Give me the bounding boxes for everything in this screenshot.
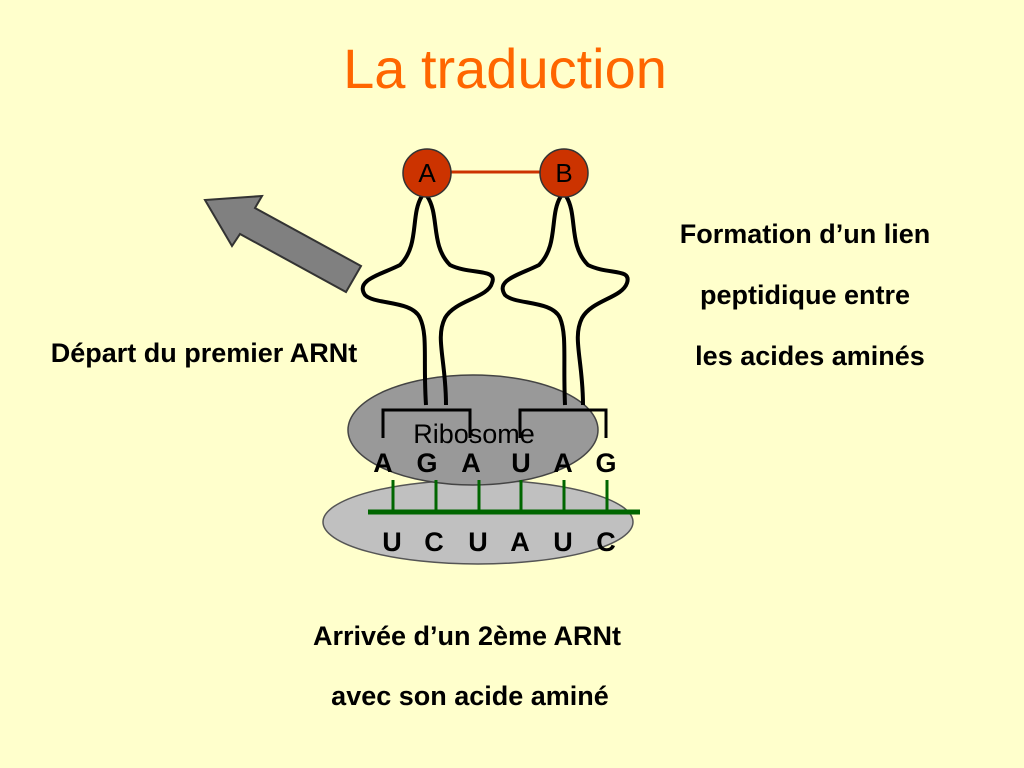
arrival-line: Arrivée d’un 2ème ARNt — [313, 621, 621, 651]
ribosome-large-subunit — [347, 374, 599, 486]
codon-base: C — [424, 527, 444, 557]
anticodon-base: G — [416, 448, 437, 478]
codon-base: U — [468, 527, 488, 557]
codon-base: A — [510, 527, 530, 557]
ribosome-label: Ribosome — [413, 419, 535, 449]
anticodon-bracket-1 — [381, 408, 472, 438]
arrival-label: Arrivée d’un 2ème ARNt avec son acide am… — [313, 621, 621, 711]
codon-base: U — [553, 527, 573, 557]
codon-sequence: U C U A U C — [382, 527, 616, 557]
codon-base: C — [596, 527, 616, 557]
anticodon-base: A — [553, 448, 573, 478]
anticodon-base: U — [511, 448, 531, 478]
anticodon-base: G — [595, 448, 616, 478]
amino-acid-a-icon: A — [402, 148, 452, 198]
anticodon-bracket-2 — [518, 408, 608, 438]
amino-acid-a-label: A — [418, 158, 436, 188]
formation-label: Formation d’un lien peptidique entre les… — [680, 219, 931, 371]
page-title: La traduction — [343, 37, 667, 100]
trna-2 — [500, 194, 630, 406]
amino-acid-b-label: B — [555, 158, 572, 188]
anticodon-base: A — [461, 448, 481, 478]
formation-line: Formation d’un lien — [680, 219, 931, 249]
arrival-line: avec son acide aminé — [331, 681, 609, 711]
anticodon-base: A — [373, 448, 393, 478]
departure-label: Départ du premier ARNt — [51, 338, 358, 368]
formation-line: peptidique entre — [700, 280, 910, 310]
base-pair-lines — [391, 480, 609, 512]
anticodon-sequence: A G A U A G — [373, 448, 616, 478]
trna-1 — [360, 194, 495, 406]
codon-base: U — [382, 527, 402, 557]
departure-arrow — [203, 194, 363, 294]
formation-line: les acides aminés — [695, 341, 925, 371]
amino-acid-b-icon: B — [539, 148, 589, 198]
